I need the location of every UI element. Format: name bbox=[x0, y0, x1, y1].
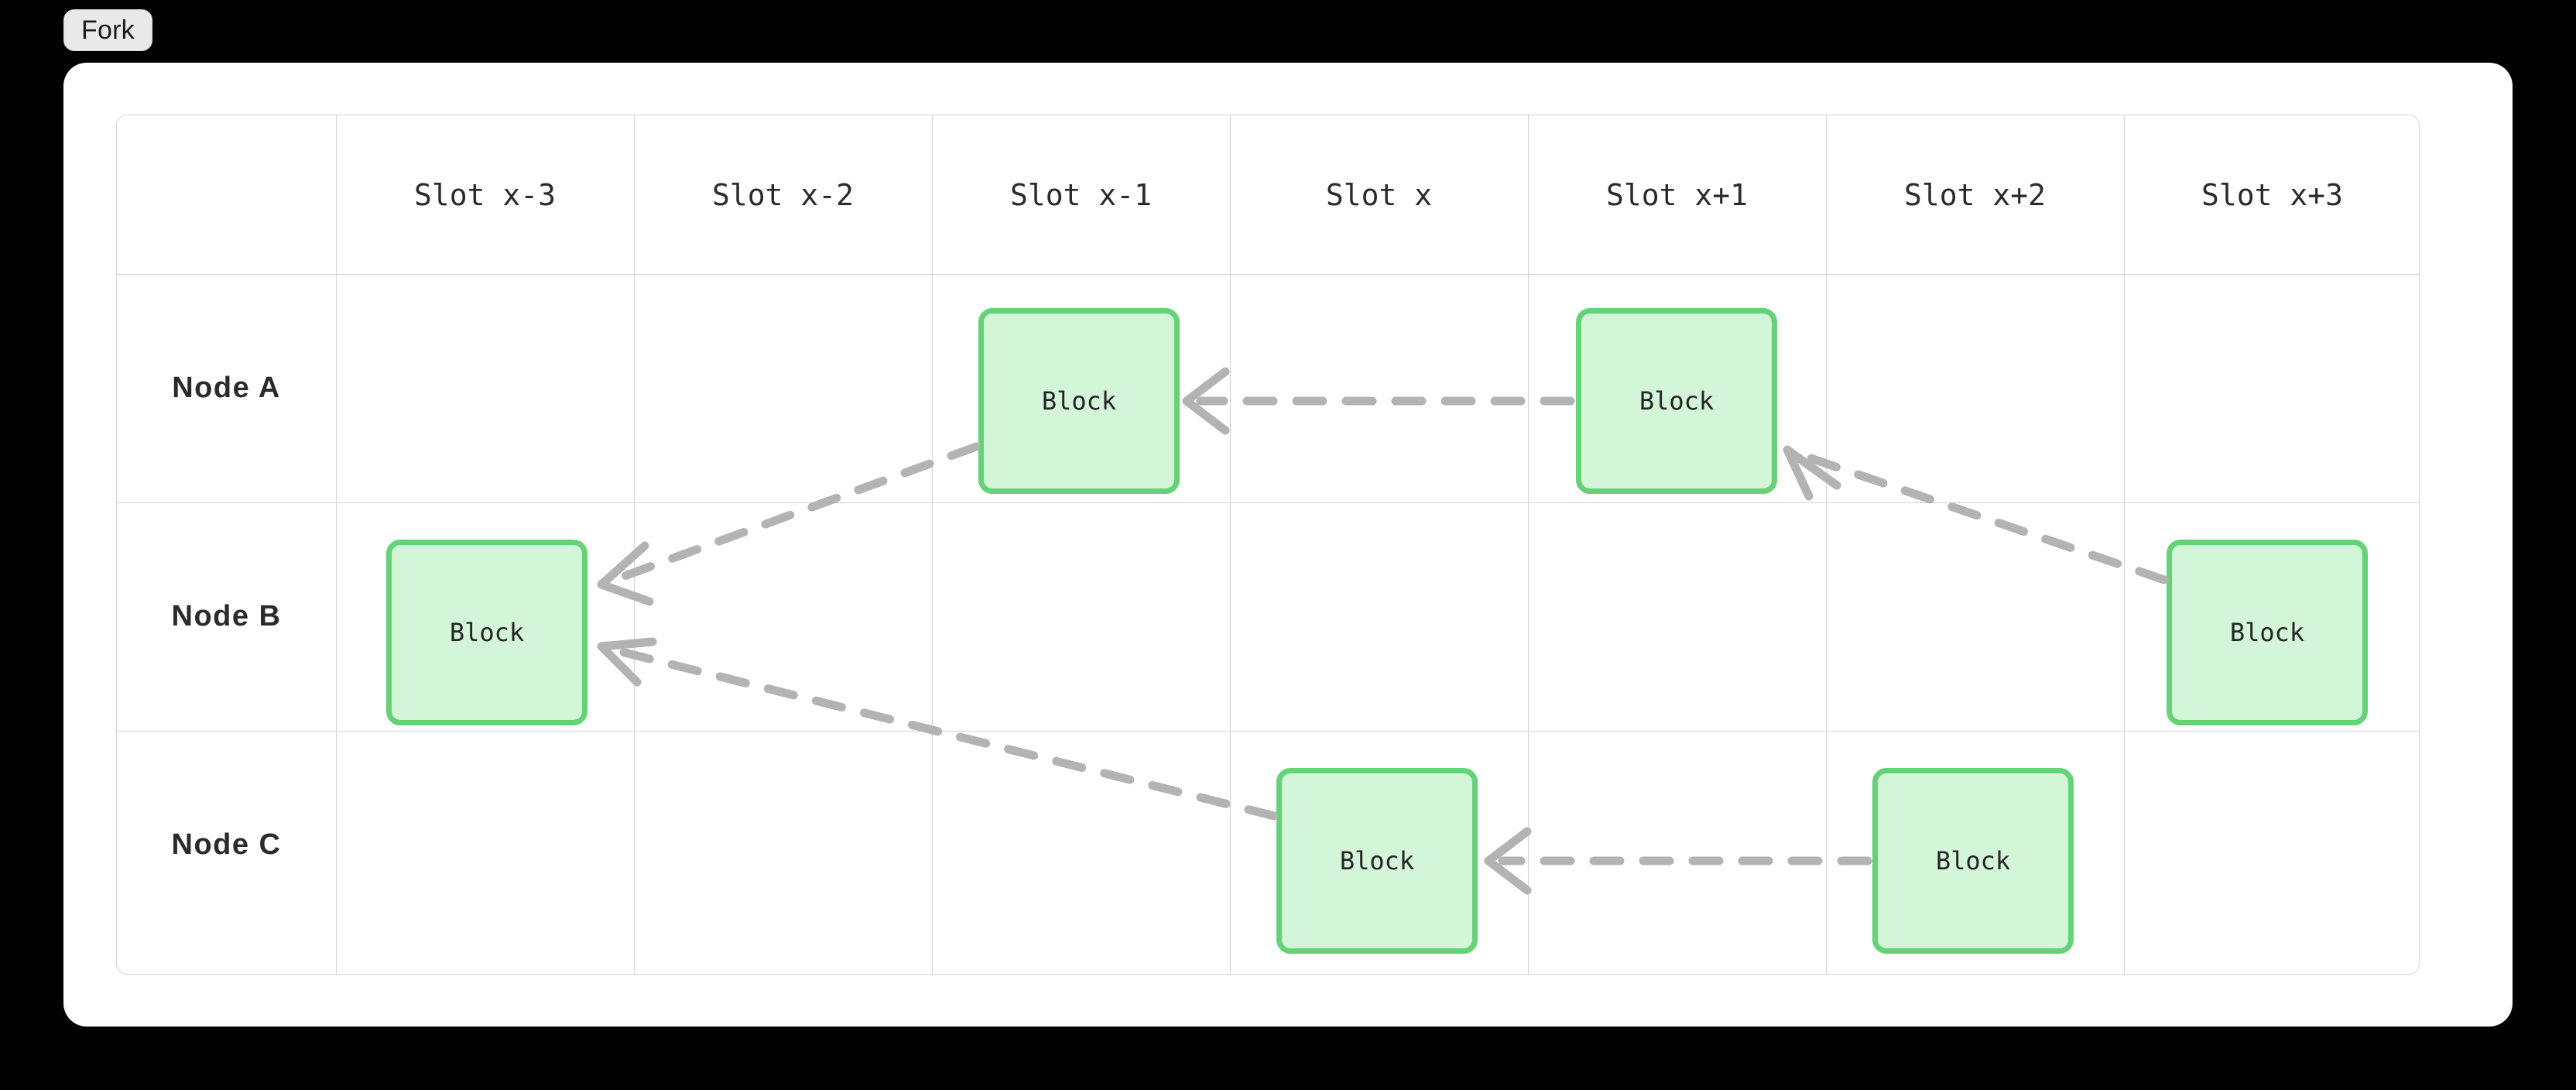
grid-vline bbox=[1230, 115, 1231, 974]
block-node-b-slot-x-minus-3[interactable]: Block bbox=[386, 540, 587, 725]
block-node-c-slot-x[interactable]: Block bbox=[1276, 768, 1478, 954]
edge-node-a-x-plus-1-to-node-a-x-minus-1 bbox=[1182, 367, 1575, 435]
column-header-slot-x: Slot x bbox=[1325, 177, 1433, 212]
row-header-node-c: Node C bbox=[171, 828, 282, 861]
grid-vline bbox=[932, 115, 933, 974]
block-label: Block bbox=[2229, 618, 2305, 647]
arrowhead-icon bbox=[597, 541, 654, 606]
arrowhead-icon bbox=[1182, 367, 1230, 435]
arrowhead-icon bbox=[1783, 445, 1841, 501]
fork-badge[interactable]: Fork bbox=[63, 9, 152, 51]
grid-hline bbox=[117, 502, 2419, 503]
grid-vline bbox=[2124, 115, 2125, 974]
diagram-card: Slot x-3 Slot x-2 Slot x-1 Slot x Slot x… bbox=[63, 63, 2513, 1027]
column-header-slot-x-plus-3: Slot x+3 bbox=[2201, 177, 2344, 212]
row-header-node-a: Node A bbox=[172, 372, 281, 404]
grid-vline bbox=[634, 115, 635, 974]
grid-vline bbox=[1826, 115, 1827, 974]
block-label: Block bbox=[1935, 846, 2011, 876]
edge-node-b-x-plus-3-to-node-a-x-plus-1 bbox=[1783, 445, 2169, 584]
block-label: Block bbox=[1339, 846, 1415, 876]
column-header-slot-x-plus-1: Slot x+1 bbox=[1605, 177, 1749, 212]
slot-grid-wrapper: Slot x-3 Slot x-2 Slot x-1 Slot x Slot x… bbox=[116, 115, 2420, 975]
grid-vline bbox=[336, 115, 337, 974]
row-header-node-b: Node B bbox=[171, 600, 282, 632]
block-node-a-slot-x-minus-1[interactable]: Block bbox=[978, 308, 1180, 494]
edge-node-c-x-plus-2-to-node-c-x bbox=[1484, 827, 1872, 895]
block-label: Block bbox=[449, 618, 525, 647]
grid-vline bbox=[1528, 115, 1529, 974]
block-label: Block bbox=[1639, 386, 1714, 416]
column-header-slot-x-3: Slot x-3 bbox=[413, 177, 557, 212]
grid-hline bbox=[117, 731, 2419, 732]
column-header-slot-x-plus-2: Slot x+2 bbox=[1903, 177, 2047, 212]
column-header-slot-x-2: Slot x-2 bbox=[711, 177, 855, 212]
block-node-b-slot-x-plus-3[interactable]: Block bbox=[2167, 540, 2368, 725]
grid-hline bbox=[117, 274, 2419, 275]
arrowhead-icon bbox=[597, 637, 657, 687]
slot-grid: Slot x-3 Slot x-2 Slot x-1 Slot x Slot x… bbox=[116, 115, 2420, 975]
block-node-a-slot-x-plus-1[interactable]: Block bbox=[1576, 308, 1777, 494]
edge-node-a-x-minus-1-to-node-b-x-minus-3 bbox=[597, 442, 981, 606]
edge-node-c-x-to-node-b-x-minus-3 bbox=[597, 637, 1279, 821]
column-header-slot-x-1: Slot x-1 bbox=[1009, 177, 1153, 212]
block-node-c-slot-x-plus-2[interactable]: Block bbox=[1872, 768, 2074, 954]
block-label: Block bbox=[1041, 386, 1117, 416]
fork-badge-label: Fork bbox=[81, 15, 135, 45]
arrowhead-icon bbox=[1484, 827, 1532, 895]
